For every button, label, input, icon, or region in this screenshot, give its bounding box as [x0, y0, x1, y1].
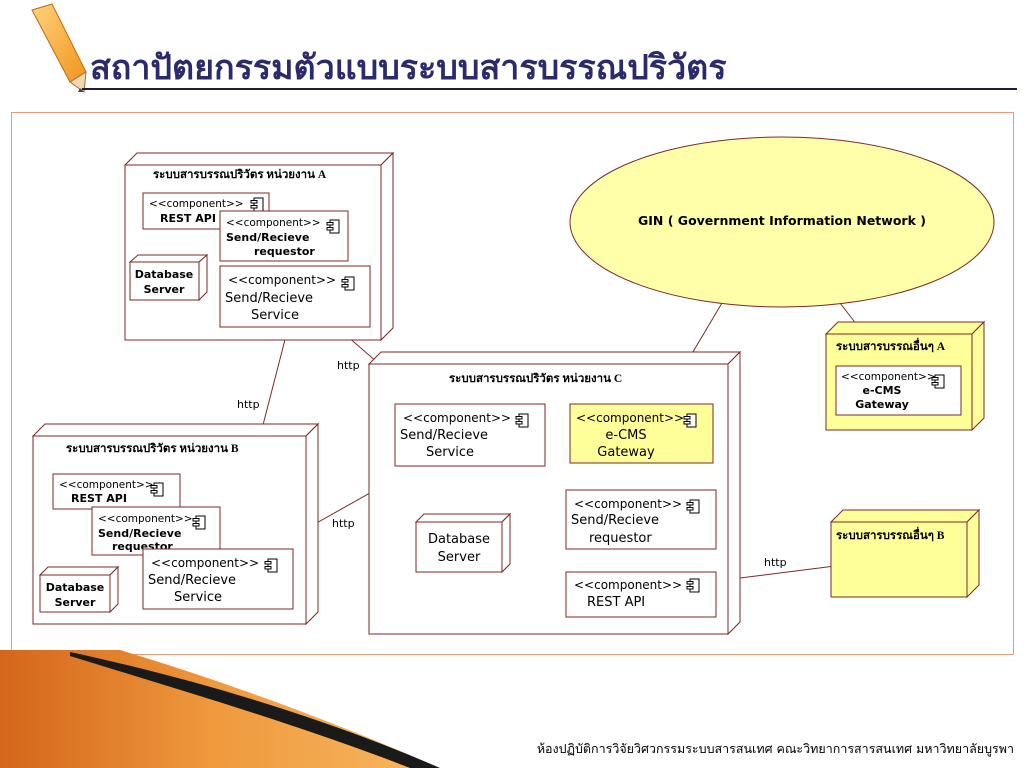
node-b-label: ระบบสารบรรณปริวัตร หน่วยงาน B [66, 442, 239, 455]
node-b-requestor: <<component>> Send/Recieve requestor [91, 506, 221, 556]
svg-text:<<component>>: <<component>> [151, 556, 259, 570]
svg-text:Database: Database [428, 532, 490, 547]
http-label-3: http [332, 517, 355, 530]
svg-text:Gateway: Gateway [855, 398, 909, 411]
node-other-b-label: ระบบสารบรรณอื่นๆ B [836, 526, 945, 542]
svg-text:Database: Database [135, 268, 194, 281]
svg-text:Database: Database [46, 581, 105, 594]
svg-text:Send/Recieve: Send/Recieve [225, 291, 313, 306]
node-a-requestor: <<component>> Send/Recieve requestor [219, 210, 349, 262]
svg-text:Send/Recieve: Send/Recieve [148, 573, 236, 588]
diagram-frame [11, 112, 1014, 655]
svg-text:<<component>>: <<component>> [226, 217, 321, 229]
node-other-a-label: ระบบสารบรรณอื่นๆ A [836, 337, 946, 353]
svg-text:Service: Service [251, 308, 299, 323]
pencil-icon [31, 3, 87, 93]
svg-text:Send/Recieve: Send/Recieve [400, 428, 488, 443]
svg-text:requestor: requestor [589, 531, 652, 546]
svg-text:<<component>>: <<component>> [574, 497, 682, 511]
node-other-a-gateway: <<component>> e-CMS Gateway [835, 365, 962, 416]
svg-text:<<component>>: <<component>> [149, 198, 244, 210]
node-other-a: ระบบสารบรรณอื่นๆ A <<component>> e-CMS G… [824, 320, 986, 432]
node-b-service: <<component>> Send/Recieve Service [142, 548, 294, 610]
title-underline [82, 88, 1017, 90]
svg-text:<<component>>: <<component>> [228, 273, 336, 287]
svg-text:Send/Recieve: Send/Recieve [571, 513, 659, 528]
svg-text:Send/Recieve: Send/Recieve [226, 231, 309, 244]
svg-text:requestor: requestor [254, 245, 315, 258]
node-a-database: Database Server [128, 253, 209, 302]
node-a: ระบบสารบรรณปริวัตร หน่วยงาน A <<componen… [123, 151, 395, 342]
svg-text:<<component>>: <<component>> [574, 578, 682, 592]
svg-text:<<component>>: <<component>> [59, 479, 154, 491]
svg-text:<<component>>: <<component>> [841, 371, 936, 383]
svg-text:REST API: REST API [71, 492, 127, 505]
node-a-label: ระบบสารบรรณปริวัตร หน่วยงาน A [153, 168, 327, 181]
node-c-rest-api: <<component>> REST API [565, 571, 717, 618]
footer-credit: ห้องปฏิบัติการวิจัยวิศวกรรมระบบสารสนเทศ … [536, 741, 1014, 756]
svg-text:Service: Service [426, 445, 474, 460]
node-a-service: <<component>> Send/Recieve Service [219, 265, 371, 328]
svg-text:<<component>>: <<component>> [98, 513, 193, 525]
node-b: ระบบสารบรรณปริวัตร หน่วยงาน B <<componen… [31, 422, 320, 626]
node-b-rest-api: <<component>> REST API [52, 473, 181, 510]
node-c-label: ระบบสารบรรณปริวัตร หน่วยงาน C [449, 372, 622, 385]
svg-text:e-CMS: e-CMS [863, 384, 902, 397]
svg-text:Server: Server [144, 283, 185, 296]
http-label-1: http [237, 398, 260, 411]
node-b-database: Database Server [38, 565, 120, 614]
http-label-4: http [764, 556, 787, 569]
svg-text:e-CMS: e-CMS [605, 428, 646, 443]
svg-text:Gateway: Gateway [597, 445, 655, 460]
svg-text:Server: Server [55, 596, 96, 609]
node-c: ระบบสารบรรณปริวัตร หน่วยงาน C <<componen… [367, 350, 742, 636]
node-c-requestor: <<component>> Send/Recieve requestor [565, 489, 717, 550]
node-c-gateway: <<component>> e-CMS Gateway [569, 403, 714, 464]
svg-text:<<component>>: <<component>> [403, 411, 511, 425]
svg-text:<<component>>: <<component>> [576, 411, 684, 425]
node-c-database: Database Server [414, 512, 512, 574]
svg-text:Service: Service [174, 590, 222, 605]
gin-network-label: GIN ( Government Information Network ) [638, 213, 926, 228]
svg-text:Server: Server [438, 550, 481, 565]
gin-network [569, 136, 995, 308]
node-c-service: <<component>> Send/Recieve Service [394, 403, 546, 467]
svg-text:REST API: REST API [160, 212, 216, 225]
page-title: สถาปัตยกรรมตัวแบบระบบสารบรรณปริวัตร [90, 48, 727, 88]
svg-text:REST API: REST API [587, 595, 645, 610]
svg-text:Send/Recieve: Send/Recieve [98, 527, 181, 540]
node-other-b: ระบบสารบรรณอื่นๆ B [829, 508, 981, 599]
http-label-2: http [337, 359, 360, 372]
